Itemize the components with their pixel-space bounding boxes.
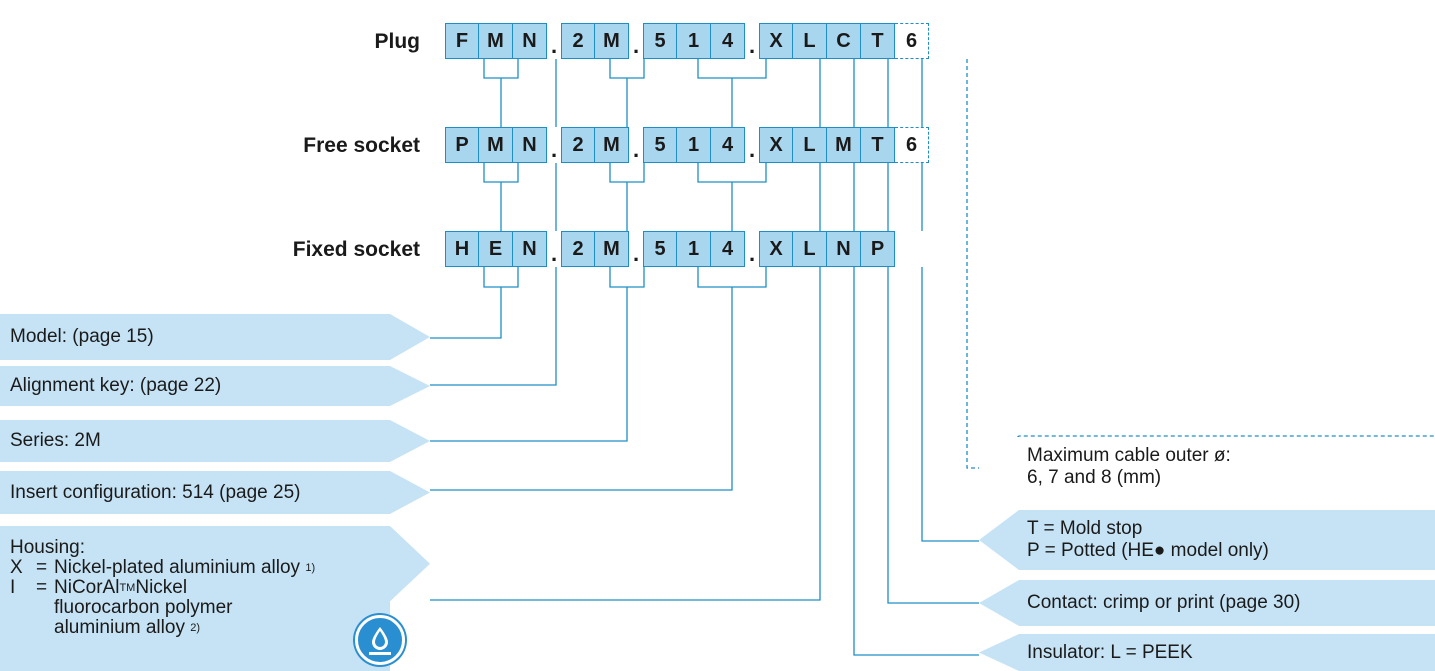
code-cell: N <box>513 231 547 267</box>
separator-dot: . <box>550 137 558 162</box>
code-cell: M <box>479 23 513 59</box>
code-cell: N <box>513 23 547 59</box>
code-cell: H <box>445 231 479 267</box>
code-row-fixed-socket: H E N . 2 M . 5 1 4 . X L N P <box>445 231 895 267</box>
row-label-plug: Plug <box>374 30 421 53</box>
separator-dot: . <box>632 33 640 58</box>
cable-line1: Maximum cable outer ø: <box>1027 445 1231 466</box>
tag-alignment-text: Alignment key: (page 22) <box>10 375 222 396</box>
housing-i-note: 2) <box>190 622 201 634</box>
code-cell: T <box>861 23 895 59</box>
code-cell: C <box>827 23 861 59</box>
tag-series-text: Series: 2M <box>10 430 101 451</box>
code-cell: M <box>595 23 629 59</box>
tag-mold-stop: T = Mold stop P = Potted (HE● model only… <box>979 510 1435 570</box>
code-cell: P <box>861 231 895 267</box>
code-cell: 4 <box>711 23 745 59</box>
tag-model-text: Model: (page 15) <box>10 326 154 347</box>
housing-i-text3: aluminium alloy <box>54 617 185 638</box>
code-cell: 2 <box>561 23 595 59</box>
separator-dot: . <box>748 241 756 266</box>
code-cell: N <box>513 127 547 163</box>
code-cell: 4 <box>711 231 745 267</box>
code-cell: X <box>759 23 793 59</box>
code-cell: 1 <box>677 23 711 59</box>
separator-dot: . <box>748 137 756 162</box>
code-row-plug: F M N . 2 M . 5 1 4 . X L C T 6 <box>445 23 929 59</box>
tag-model: Model: (page 15) <box>0 314 430 360</box>
code-cell: M <box>827 127 861 163</box>
water-resistant-icon <box>355 615 405 665</box>
row-label-free-socket: Free socket <box>303 134 420 157</box>
mold-line2: P = Potted (HE● model only) <box>1027 540 1269 561</box>
code-cell: N <box>827 231 861 267</box>
separator-dot: . <box>632 241 640 266</box>
tag-series: Series: 2M <box>0 420 430 462</box>
tag-insert-text: Insert configuration: 514 (page 25) <box>10 481 301 503</box>
code-cell-cable-size: 6 <box>895 23 929 59</box>
housing-eq: = <box>36 557 48 578</box>
housing-x-key: X <box>10 557 23 578</box>
separator-dot: . <box>550 241 558 266</box>
code-cell: M <box>479 127 513 163</box>
cable-line2: 6, 7 and 8 (mm) <box>1027 467 1162 488</box>
housing-x-text: Nickel-plated aluminium alloy <box>54 557 301 578</box>
separator-dot: . <box>550 33 558 58</box>
insulator-text: Insulator: L = PEEK <box>1027 641 1193 663</box>
code-cell-cable-size: 6 <box>895 127 929 163</box>
housing-i-key: I <box>10 577 16 598</box>
contact-text: Contact: crimp or print (page 30) <box>1027 592 1301 613</box>
housing-title: Housing: <box>10 537 85 558</box>
housing-eq: = <box>36 577 48 598</box>
separator-dot: . <box>632 137 640 162</box>
tag-cable-size: Maximum cable outer ø: 6, 7 and 8 (mm) <box>979 437 1435 497</box>
code-cell: L <box>793 127 827 163</box>
tag-contact: Contact: crimp or print (page 30) <box>979 580 1435 626</box>
tag-insert-configuration: Insert configuration: 514 (page 25) <box>0 471 430 514</box>
code-cell: 5 <box>643 127 677 163</box>
row-label-fixed-socket: Fixed socket <box>292 238 420 261</box>
housing-i-text1: NiCorAl <box>54 577 120 598</box>
separator-dot: . <box>748 33 756 58</box>
code-cell: 4 <box>711 127 745 163</box>
mold-line1: T = Mold stop <box>1027 518 1143 539</box>
code-cell: X <box>759 231 793 267</box>
housing-i-text2: fluorocarbon polymer <box>54 597 233 618</box>
code-cell: X <box>759 127 793 163</box>
trademark: TM <box>119 582 136 594</box>
tag-alignment-key: Alignment key: (page 22) <box>0 366 430 406</box>
housing-x-note: 1) <box>305 562 316 574</box>
code-cell: 2 <box>561 231 595 267</box>
code-row-free-socket: P M N . 2 M . 5 1 4 . X L M T 6 <box>445 127 929 163</box>
code-cell: 2 <box>561 127 595 163</box>
code-cell: L <box>793 23 827 59</box>
code-cell: E <box>479 231 513 267</box>
code-cell: 5 <box>643 23 677 59</box>
housing-i-text1b: Nickel <box>135 577 188 598</box>
code-cell: T <box>861 127 895 163</box>
code-cell: F <box>445 23 479 59</box>
code-cell: 1 <box>677 231 711 267</box>
code-cell: L <box>793 231 827 267</box>
code-cell: P <box>445 127 479 163</box>
code-cell: 1 <box>677 127 711 163</box>
code-cell: M <box>595 127 629 163</box>
tag-insulator: Insulator: L = PEEK <box>979 634 1435 671</box>
code-cell: 5 <box>643 231 677 267</box>
code-cell: M <box>595 231 629 267</box>
